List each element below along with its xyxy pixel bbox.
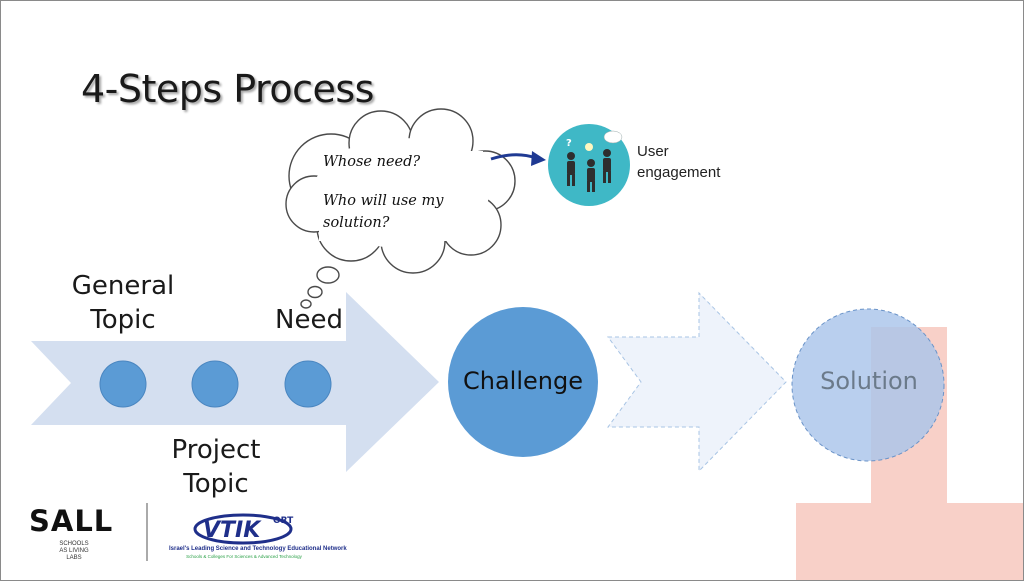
slide-title: 4-Steps Process <box>81 67 374 111</box>
svg-text:VTIK: VTIK <box>203 518 262 543</box>
user-engagement-label: User engagement <box>637 143 721 181</box>
sall-logo: SALL <box>29 504 114 538</box>
ort-logo-tagline: Israel's Leading Science and Technology … <box>169 546 347 552</box>
label-need: Need <box>275 305 343 335</box>
svg-text:ORT: ORT <box>273 516 294 526</box>
thought-line-solution: solution? <box>323 215 390 231</box>
people-discussion-icon: ? <box>548 124 630 206</box>
ort-logo-icon: VTIK ORT <box>193 513 294 545</box>
thought-line-who-will-use: Who will use my <box>323 193 444 209</box>
step-dot-need <box>284 360 332 408</box>
connector-arrowhead <box>531 151 546 166</box>
svg-text:?: ? <box>566 138 572 149</box>
step-dot-general-topic <box>99 360 147 408</box>
ort-logo-subtagline: Schools & Colleges For Sciences & Advanc… <box>186 554 302 559</box>
thought-line-whose-need: Whose need? <box>323 154 421 170</box>
faded-arrow <box>607 291 787 473</box>
solution-circle <box>791 308 945 462</box>
solution-label: Solution <box>820 367 918 395</box>
label-project-topic: Project Topic <box>171 435 261 499</box>
step-dot-project-topic <box>191 360 239 408</box>
label-general-topic: General Topic <box>71 271 175 335</box>
challenge-circle <box>448 307 598 457</box>
thought-bubble-fill <box>313 138 489 248</box>
challenge-label: Challenge <box>463 367 583 395</box>
sall-logo-subtitle: SCHOOLS AS LIVING LABS <box>59 541 89 561</box>
pink-overlay-base <box>796 503 1023 580</box>
